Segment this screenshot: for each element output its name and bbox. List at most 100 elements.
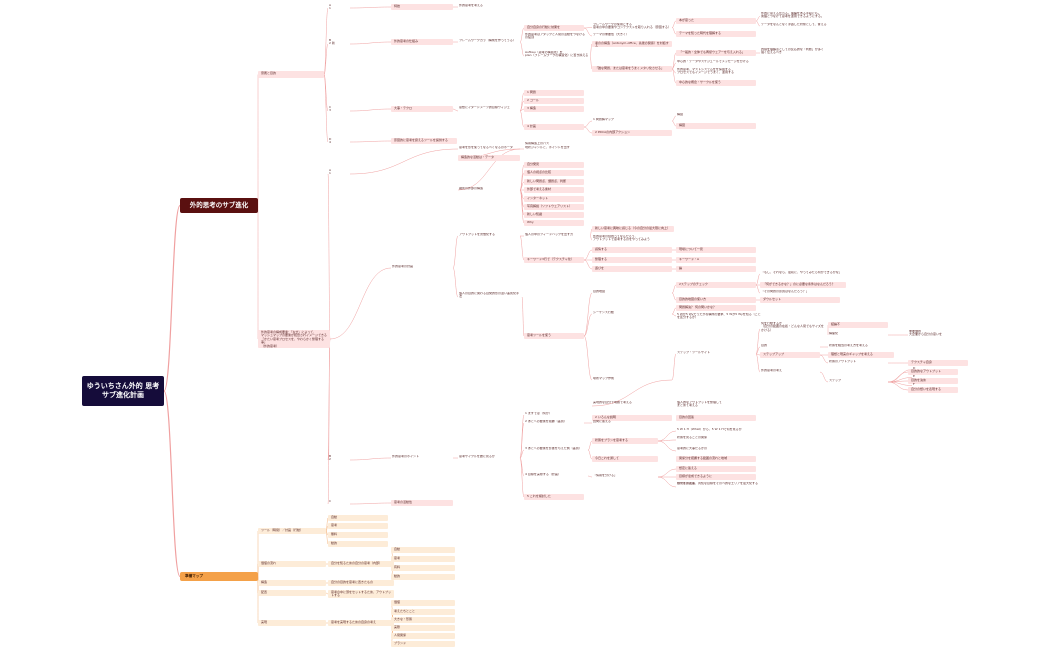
node-n52[interactable]: アウトプットを習慣化する xyxy=(459,233,496,236)
node-n117[interactable]: 自動 xyxy=(328,515,388,521)
node-n116[interactable]: ツール（時間）／計画（行動） xyxy=(258,528,326,534)
node-n126[interactable]: 動的 xyxy=(391,574,455,580)
node-n113[interactable]: 時間を揃える xyxy=(677,482,695,485)
node-n31[interactable]: 2 コール xyxy=(524,98,584,104)
node-n130[interactable]: 思考の中に頭をセットするため、アウトプットする xyxy=(328,590,394,598)
node-n60[interactable]: 現場について一見 xyxy=(676,247,756,253)
node-n07[interactable]: 特技 xyxy=(391,4,453,10)
node-n61[interactable]: キーワード・A xyxy=(676,257,756,263)
node-n85[interactable]: 状態のアウトプット xyxy=(829,360,857,363)
node-n109[interactable]: 関係分を把握する範囲の流れと地域 xyxy=(676,456,756,462)
node-n82[interactable]: 状態を相当の考え方を考える xyxy=(829,344,868,347)
node-n25[interactable]: 中心的・データやスケジュールでメッセージを分ける xyxy=(677,60,749,63)
node-n114[interactable]: ゴール、政策、周知な目標をそのべ的なエリアを最大化する xyxy=(677,482,759,485)
node-n137[interactable]: 人間関係 xyxy=(391,633,455,639)
node-n10[interactable]: 原図的に思考を扱えるツールを提供する xyxy=(391,138,457,144)
node-n68[interactable]: 「何ができるかな？」のに必要な条件はなんだろう？ xyxy=(760,282,846,288)
node-n67[interactable]: 「もし、それなら、最初に、やってみたら何ができるかな」 xyxy=(761,271,842,274)
node-n128[interactable]: 自分の目的を思考に置きたもの xyxy=(328,580,394,586)
node-n136[interactable]: 実際 xyxy=(391,625,455,631)
node-n72[interactable]: シーケンス行動 xyxy=(593,311,614,314)
node-n112[interactable]: 目標が達成できるように xyxy=(676,474,756,480)
node-n32[interactable]: 3 構造 xyxy=(524,106,584,112)
node-n55[interactable]: 外的思考の話題ってなんだろう、 アウトプットで思考するのをやってみよう xyxy=(593,235,650,242)
node-n118[interactable]: 思考 xyxy=(328,523,388,529)
node-n21[interactable]: Aufbau（思考の構造化）を plan（フレームワークの構造化）に置き換える xyxy=(525,51,589,58)
node-n24[interactable]: 「一般的・全体でも再帰ウェアーを与え入れる」 xyxy=(676,50,756,56)
node-n43[interactable]: 自分発見 xyxy=(524,162,584,168)
node-n63[interactable]: 個人の目的に関わる自発的形の違い差別化手法 xyxy=(459,292,520,299)
node-n65[interactable]: 目的地図 xyxy=(593,290,606,293)
node-n111[interactable]: 想定に答える xyxy=(676,466,756,472)
node-n138[interactable]: ブランド xyxy=(391,641,455,647)
node-n139[interactable]: A 1 xyxy=(329,169,332,176)
node-n71[interactable]: ダウルセット xyxy=(760,297,840,303)
node-n106[interactable]: 思考的に大事だるかの xyxy=(677,447,708,450)
node-n54[interactable]: 新しい思考に興味に感じる（今の自分の最大限に向上） xyxy=(592,226,674,232)
node-n76[interactable]: ステップ・ツールサイト xyxy=(677,351,711,354)
node-n107[interactable]: 状態をプランを思考する xyxy=(592,438,658,444)
node-n133[interactable]: 価値 xyxy=(391,600,455,606)
node-n94[interactable]: 目的の回答 xyxy=(676,415,756,421)
node-n74[interactable]: 5 Wか5 Wyだったかな構成の要求、5 Wか5 Wyを知る（ことを区分するか） xyxy=(677,313,761,319)
node-n33[interactable]: 4 計画 xyxy=(524,124,584,130)
node-n59[interactable]: 遊びを xyxy=(592,266,672,272)
node-n100[interactable]: 5 これを検討した xyxy=(524,494,584,500)
node-n92[interactable]: 実現的な自分で明確で考える xyxy=(593,401,632,404)
node-n86[interactable]: テクスチャ自身 xyxy=(908,360,968,366)
node-n09[interactable]: 大事・テクロ xyxy=(391,106,453,112)
node-n13[interactable]: 自分自身の行動に効果を xyxy=(524,25,584,31)
node-n44[interactable]: 個人の視点の比較 xyxy=(524,170,584,176)
node-n95[interactable]: 個人的なアウトプットを整理して まとめて考える xyxy=(677,401,722,408)
node-n16[interactable]: 本が思った xyxy=(676,18,756,24)
node-n40[interactable]: 現状ジャンルと、ポイントを出す xyxy=(525,146,570,149)
node-n08[interactable]: 外的思考の仕組み xyxy=(391,39,453,45)
node-n01[interactable]: 意義と目的 xyxy=(258,71,324,78)
node-n50[interactable]: Why xyxy=(524,220,584,226)
node-n77[interactable]: 何を行動するか （自分の範囲の在処・どんな人間でもサイズを かける） xyxy=(761,322,824,332)
node-n124[interactable]: 思考 xyxy=(391,556,455,562)
node-n134[interactable]: 考えたちとこと xyxy=(391,609,455,615)
node-n53[interactable]: 個人の中のフィードバックを出す力 xyxy=(525,233,573,236)
node-n142[interactable]: D xyxy=(913,367,916,370)
branch-external-thinking[interactable]: 外的思考のサブ進化 xyxy=(180,198,258,213)
node-n46[interactable]: 外部で考える素材 xyxy=(524,187,584,193)
node-n23[interactable]: 「雑な問題、または思考をうまくメタリ化させる」 xyxy=(592,66,672,72)
node-n27[interactable]: 中心的な概念・サークルを使う xyxy=(676,80,756,86)
node-n35[interactable]: 2 PDCAの内部アクション xyxy=(592,130,672,136)
node-n04[interactable]: B 2 新 xyxy=(329,39,335,46)
node-n57[interactable]: 感情する xyxy=(592,247,672,253)
node-n87[interactable]: 外的思考の考え xyxy=(761,369,783,372)
node-n99[interactable]: 4 目標を実際する（計画） xyxy=(525,473,561,476)
node-n115[interactable]: 思考の活動性 xyxy=(391,500,453,506)
node-n30[interactable]: 1 問題 xyxy=(524,90,584,96)
node-n144[interactable]: F xyxy=(913,383,915,386)
node-n105[interactable]: 状態を見ることの関係 xyxy=(677,436,707,439)
node-n41[interactable]: 構造的な活動は・データ xyxy=(458,155,520,161)
node-n78[interactable]: 結論不 xyxy=(828,322,888,328)
node-n119[interactable]: 無料 xyxy=(328,532,388,538)
node-n90[interactable]: 目的を決め xyxy=(908,378,958,384)
node-n17[interactable]: テーマを知った時代を理解する xyxy=(676,31,756,37)
node-n06[interactable]: D 4 xyxy=(329,138,332,145)
node-n120[interactable]: 動的 xyxy=(328,541,388,547)
node-n14[interactable]: フレームワークの使用とする 思考の中の要素やコンテクストを取り入れる（意図する） xyxy=(593,23,671,30)
node-n20[interactable]: 外的思考はアダックと人間の活動をつなげるの役割 xyxy=(525,33,586,39)
node-n93[interactable]: 2 いろんな説明 xyxy=(592,415,672,421)
node-n18[interactable]: 外的に思える比べる。理論をある手段にも。 言語とつなげて思考を運用できるようにす… xyxy=(761,12,824,19)
node-n121[interactable]: 価値の流れ xyxy=(258,561,326,567)
node-n143[interactable]: E xyxy=(913,375,915,378)
node-n140[interactable]: B 2 xyxy=(329,455,332,462)
node-n66[interactable]: 2ステップのチェック xyxy=(676,282,756,288)
node-n79[interactable]: 構築化 xyxy=(829,332,839,335)
node-n141[interactable]: C xyxy=(329,500,332,503)
node-n123[interactable]: 自動 xyxy=(391,547,455,553)
node-n91[interactable]: 自分の想いを表現する xyxy=(908,387,958,393)
node-n104[interactable]: 5 W 1 H（What）から、5 W 1 Hで何を見るか xyxy=(677,428,742,431)
root-node[interactable]: ゆういちさん外的 思考サブ進化計画 xyxy=(82,376,164,406)
node-n80[interactable]: 重要課題 大企業から自分の思いを xyxy=(909,330,943,337)
node-n48[interactable]: 写真解説（ソフトウェアリスト） xyxy=(524,204,584,210)
node-n19[interactable]: データをなんとなく浮遊した対象として、言える xyxy=(761,23,827,26)
node-n26[interactable]: 外的思考、マストシステムをを採用する プロセスでもイメージでうまく、運用する xyxy=(677,68,734,75)
node-n36[interactable]: 構図 xyxy=(677,113,684,116)
